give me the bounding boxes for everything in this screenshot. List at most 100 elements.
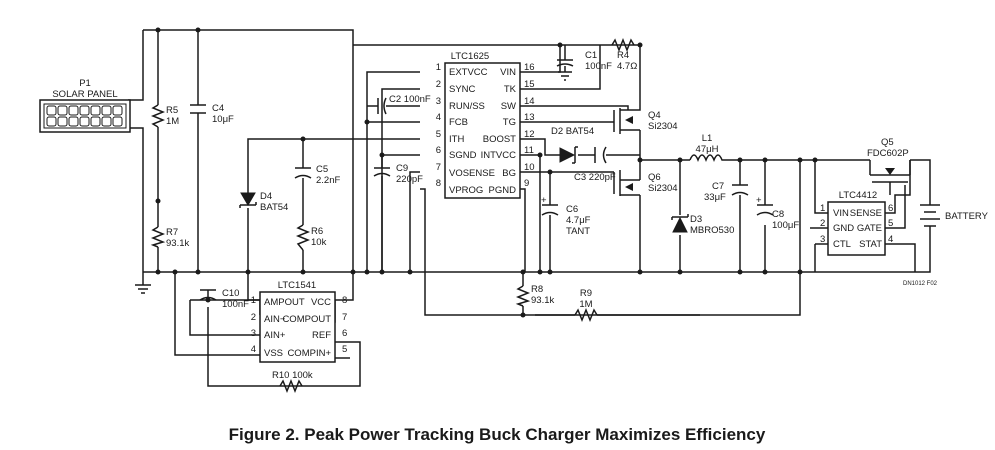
ltc1541-pin-name: AMPOUT [264, 297, 305, 308]
q6-value: Si2304 [648, 183, 678, 194]
ltc1541-pin-name: REF [312, 330, 331, 341]
ltc1541-pin-name: COMPOUT [282, 314, 331, 325]
r7-value: 93.1k [166, 238, 189, 249]
c8-value: 100μF [772, 220, 799, 231]
c6-type: TANT [566, 226, 590, 237]
capacitor-c4: C4 10μF [190, 103, 234, 125]
ltc1625-pin-name: SYNC [449, 84, 476, 95]
ltc1625-pin-name: INTVCC [481, 150, 517, 161]
c6-ref: C6 [566, 204, 578, 215]
c6-value: 4.7μF [566, 215, 591, 226]
ltc1625-left-pins: 1 EXTVCC 2 SYNC 3 RUN/SS 4 FCB 5 ITH 6 S… [436, 62, 495, 196]
ltc1625-pin-num: 16 [524, 62, 535, 73]
q5-ref: Q5 [881, 137, 894, 148]
resistor-r5: R5 1M [150, 104, 179, 128]
ltc1625-pin-num: 14 [524, 96, 535, 107]
d4-ref: D4 [260, 191, 272, 202]
ltc1541-pin-num: 5 [342, 344, 347, 355]
ltc1541-name: LTC1541 [278, 280, 316, 291]
c1-ref: C1 [585, 50, 597, 61]
r6-value: 10k [311, 237, 327, 248]
ltc1541-pin-name: AIN+ [264, 330, 286, 341]
q5-value: FDC602P [867, 148, 909, 159]
ltc1625-name: LTC1625 [451, 51, 489, 62]
resistor-r9: R9 1M [574, 288, 598, 323]
capacitor-boost [594, 146, 607, 164]
capacitor-c5: C5 2.2nF [294, 164, 340, 186]
ltc1625-pin-num: 7 [436, 162, 441, 173]
capacitor-c6: + C6 4.7μF TANT [541, 195, 591, 237]
c8-polarity: + [756, 195, 762, 206]
ltc1541-pin-num: 2 [251, 312, 256, 323]
ltc4412-pin-name: CTL [833, 239, 851, 250]
capacitor-c7: C7 33μF [704, 181, 749, 203]
figure-code: DN1012 F02 [903, 281, 938, 287]
c7-ref: C7 [712, 181, 724, 192]
c4-value: 10μF [212, 114, 234, 125]
diode-d2: D2 BAT54 [551, 126, 594, 164]
c9-ref: C9 [396, 163, 408, 174]
c10-ref: C10 [222, 288, 239, 299]
l1-ref: L1 [702, 133, 713, 144]
ltc1625-pin-name: SGND [449, 150, 477, 161]
figure-caption: Figure 2. Peak Power Tracking Buck Charg… [229, 425, 766, 444]
r4-ref: R4 [617, 50, 629, 61]
d3-value: MBRO530 [690, 225, 734, 236]
ltc1625-pin-num: 3 [436, 96, 441, 107]
ltc1541-pin-name: VCC [311, 297, 331, 308]
ltc1541-pin-name: COMPIN+ [287, 348, 331, 359]
ltc1625-pin-name: VIN [500, 67, 516, 78]
ltc1541-pin-num: 7 [342, 312, 347, 323]
c4-ref: C4 [212, 103, 224, 114]
q6-ref: Q6 [648, 172, 661, 183]
mosfet-q4: Q4 Si2304 [613, 105, 678, 134]
resistor-r10: R10 100k [272, 370, 313, 394]
wires [128, 29, 931, 387]
c10-value: 100nF [222, 299, 249, 310]
ltc1625-pin-num: 5 [436, 129, 441, 140]
d3-ref: D3 [690, 214, 702, 225]
inductor-l1: L1 47μH [689, 133, 725, 163]
ltc1541-pin-num: 8 [342, 295, 347, 306]
r9-value: 1M [579, 299, 592, 310]
ltc1625-pin-name: TG [503, 117, 516, 128]
ltc4412-pin-num: 1 [820, 203, 825, 214]
mosfet-q5: Q5 FDC602P [867, 137, 911, 195]
ltc1625-pin-num: 1 [436, 62, 441, 73]
battery-symbol: BATTERY [920, 204, 989, 230]
c2-label: C2 100nF [389, 94, 431, 105]
ltc4412-pin-num: 5 [888, 218, 893, 229]
r5-value: 1M [166, 116, 179, 127]
ltc4412-pin-num: 4 [888, 234, 893, 245]
ic-ltc4412: LTC4412 1 VIN 2 GND 3 CTL 6 SENSE 5 GATE… [820, 190, 893, 256]
ltc1625-pin-num: 11 [524, 145, 534, 156]
c9-value: 220pF [396, 174, 423, 185]
ltc1625-pin-num: 4 [436, 112, 441, 123]
ltc4412-pin-name: SENSE [850, 208, 882, 219]
ltc4412-pin-name: VIN [833, 208, 849, 219]
resistor-r6: R6 10k [295, 224, 327, 251]
ltc1625-pin-name: VPROG [449, 185, 483, 196]
q4-value: Si2304 [648, 121, 678, 132]
c6-polarity: + [541, 195, 547, 206]
c1-value: 100nF [585, 61, 612, 72]
ground-symbol [135, 284, 151, 294]
ltc1625-pin-num: 8 [436, 178, 441, 189]
ltc4412-pin-num: 2 [820, 218, 825, 229]
ltc1625-pin-name: BOOST [483, 134, 516, 145]
ltc1625-pin-num: 15 [524, 79, 535, 90]
junctions [155, 27, 818, 318]
ltc1625-pin-num: 13 [524, 112, 535, 123]
ltc1625-pin-num: 9 [524, 178, 529, 189]
c3-label: C3 220pF [574, 172, 616, 183]
r9-ref: R9 [580, 288, 592, 299]
ltc4412-pin-name: GATE [857, 223, 882, 234]
battery-label: BATTERY [945, 211, 989, 222]
ltc1625-pin-name: PGND [489, 185, 517, 196]
capacitor-c10: C10 100nF [199, 288, 249, 310]
ltc1625-pin-name: ITH [449, 134, 464, 145]
r10-label: R10 100k [272, 370, 313, 381]
resistor-r4: R4 4.7Ω [611, 37, 637, 72]
